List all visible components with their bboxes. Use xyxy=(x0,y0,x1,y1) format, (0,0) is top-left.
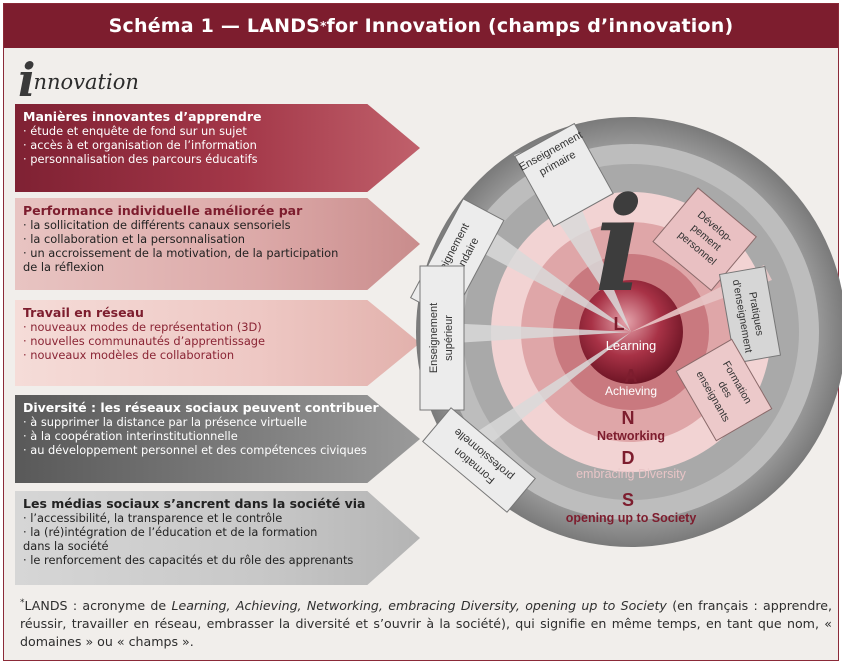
arrow-item: · un accroissement de la motivation, de … xyxy=(23,246,339,260)
arrow-item: · la (ré)intégration de l’éducation et d… xyxy=(23,525,318,539)
big-i-glyph: i xyxy=(594,168,643,321)
title-prefix: Schéma 1 — LANDS xyxy=(108,15,321,37)
arrow-heading: Performance individuelle améliorée par xyxy=(23,203,303,218)
footnote: *LANDS : acronyme de Learning, Achieving… xyxy=(20,594,832,651)
arrow-item: · à supprimer la distance par la présenc… xyxy=(23,415,307,429)
arrow-society: Les médias sociaux s’ancrent dans la soc… xyxy=(15,491,420,585)
arrow-item: · l’accessibilité, la transparence et le… xyxy=(23,511,283,525)
arrow-item: · au développement personnel et des comp… xyxy=(23,443,367,457)
lands-word-learning: Learning xyxy=(606,338,657,353)
arrow-item: · à la coopération interinstitutionnelle xyxy=(23,429,238,443)
figure-title: Schéma 1 — LANDS* for Innovation (champs… xyxy=(4,4,838,48)
lands-word-networking: Networking xyxy=(597,429,665,443)
arrow-item: · la sollicitation de différents canaux … xyxy=(23,218,291,232)
sector-wedge-higher xyxy=(422,322,631,345)
arrow-diversity: Diversité : les réseaux sociaux peuvent … xyxy=(15,395,420,483)
lands-letter-l: L xyxy=(614,314,625,334)
title-suffix: for Innovation (champs d’innovation) xyxy=(326,15,734,37)
sector-higher-line2: supérieur xyxy=(443,315,455,361)
sector-higher: Enseignement supérieur xyxy=(419,265,465,411)
sector-wedge-secondary xyxy=(449,210,631,332)
arrow-item: · nouveaux modes de représentation (3D) xyxy=(23,320,262,334)
arrow-heading: Diversité : les réseaux sociaux peuvent … xyxy=(23,400,379,415)
innovation-big-i: i xyxy=(18,53,36,107)
footnote-italic: Learning, Achieving, Networking, embraci… xyxy=(171,598,667,614)
arrow-item: · accès à et organisation de l’informati… xyxy=(23,138,257,152)
sector-higher-line1: Enseignement xyxy=(428,303,440,373)
arrow-performance: Performance individuelle améliorée par ·… xyxy=(15,198,420,290)
arrow-heading: Travail en réseau xyxy=(23,305,144,320)
title-star: * xyxy=(320,19,327,33)
lands-word-achieving: Achieving xyxy=(605,384,657,398)
lands-letter-n: N xyxy=(622,408,635,428)
arrow-item: · étude et enquête de fond sur un sujet xyxy=(23,124,247,138)
lands-circle-diagram: Enseignement primaire Enseignement secon… xyxy=(409,117,842,547)
arrow-item: · le renforcement des capacités et du rô… xyxy=(23,553,354,567)
figure-frame: Schéma 1 — LANDS* for Innovation (champs… xyxy=(3,3,842,661)
lands-word-society: opening up to Society xyxy=(566,511,697,525)
arrow-heading: Les médias sociaux s’ancrent dans la soc… xyxy=(23,496,366,511)
arrow-item: · nouvelles communautés d’apprentissage xyxy=(23,334,266,348)
arrow-item: · la collaboration et la personnalisatio… xyxy=(23,232,246,246)
arrow-networking: Travail en réseau · nouveaux modes de re… xyxy=(15,300,420,386)
arrow-item: de la réflexion xyxy=(23,260,105,274)
sector-vocational: Formation professionnelle xyxy=(422,407,536,513)
arrow-item: · personnalisation des parcours éducatif… xyxy=(23,152,258,166)
sector-wedge-vocational xyxy=(452,332,631,465)
lands-letter-a: A xyxy=(625,366,638,386)
arrow-item: · nouveaux modèles de collaboration xyxy=(23,348,235,362)
lands-letter-s: S xyxy=(622,490,634,510)
arrow-item: dans la société xyxy=(23,539,109,553)
arrow-innovative-learning: Manières innovantes d’apprendre · étude … xyxy=(15,104,420,192)
footnote-lead: LANDS : acronyme de xyxy=(24,598,172,614)
footnote-star: * xyxy=(20,598,25,608)
innovation-rest: nnovation xyxy=(33,70,139,94)
lands-word-diversity: embracing Diversity xyxy=(576,467,687,481)
arrow-heading: Manières innovantes d’apprendre xyxy=(23,109,262,124)
lands-letter-d: D xyxy=(622,448,635,468)
sector-personal-development: Dévelop- pement personnel xyxy=(652,187,757,292)
footnote-tail: (en français : apprendre, réussir, trava… xyxy=(20,598,832,650)
sector-teaching-practices: Pratiques d’enseignement xyxy=(718,265,782,364)
